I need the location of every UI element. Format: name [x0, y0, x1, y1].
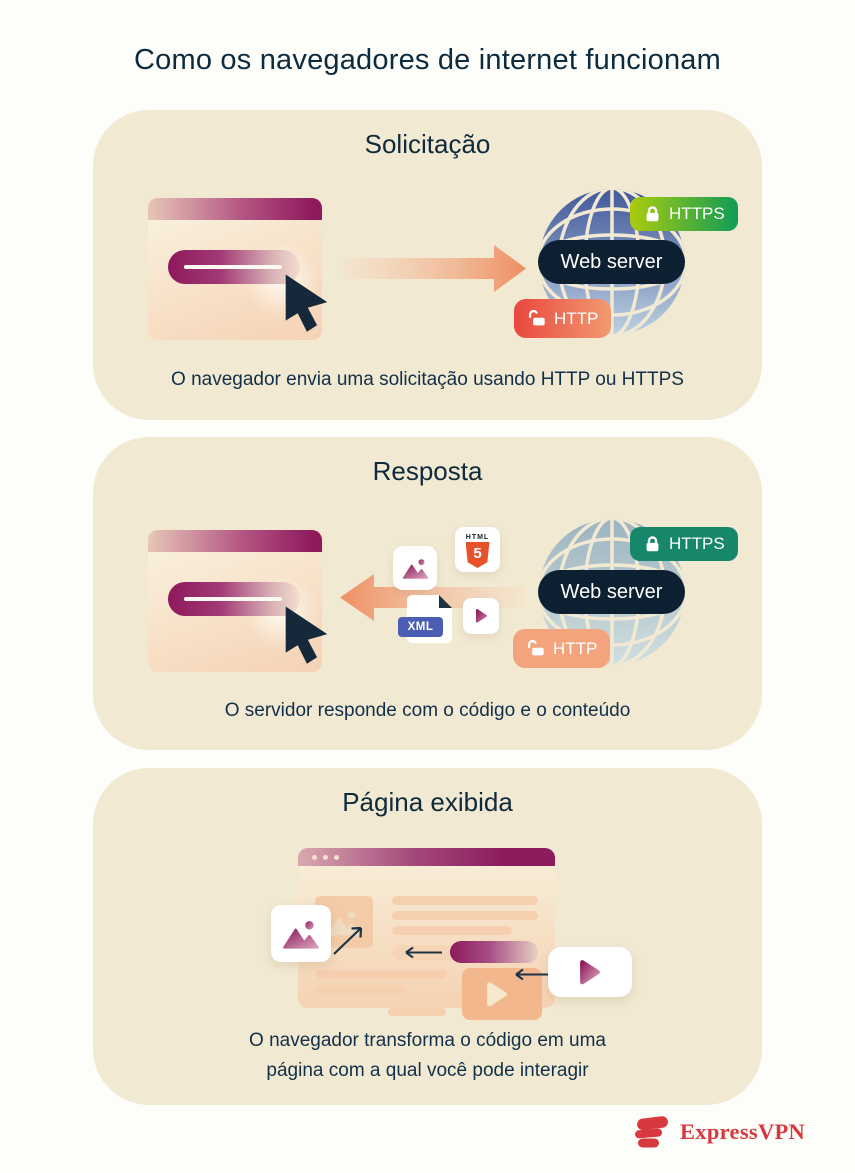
address-bar-line: [184, 265, 282, 269]
browser-titlebar: [148, 530, 322, 552]
text-line: [392, 896, 538, 905]
xml-label: XML: [398, 617, 443, 637]
caption-line-2: página com a qual você pode interagir: [266, 1060, 589, 1081]
brand-footer: ExpressVPN: [633, 1116, 805, 1148]
http-badge: HTTP: [513, 629, 611, 668]
address-bar-line: [184, 597, 282, 601]
web-server-pill: Web server: [538, 240, 685, 284]
https-badge-label: HTTPS: [669, 204, 725, 223]
browser-titlebar: [148, 198, 322, 220]
video-insert-arrow-icon: [515, 968, 548, 981]
window-body: [298, 866, 555, 1020]
web-server-pill: Web server: [538, 570, 685, 614]
text-line: [315, 970, 447, 979]
section-request-title: Solicitação: [364, 129, 491, 159]
image-asset-card: [271, 905, 331, 962]
caption-line-1: O navegador transforma o código em uma: [249, 1030, 606, 1051]
http-badge-label: HTTP: [553, 638, 598, 658]
html5-file-icon: HTML 5: [455, 527, 500, 572]
text-line: [315, 985, 405, 994]
rendered-page-window: [298, 848, 555, 1020]
text-line: [392, 911, 538, 920]
window-controls: [312, 855, 339, 860]
page-title: Como os navegadores de internet funciona…: [134, 44, 721, 76]
cursor-icon: [285, 606, 328, 664]
lock-icon: [646, 535, 659, 551]
html5-shield: 5: [465, 542, 490, 568]
https-badge: HTTPS: [630, 197, 738, 231]
section-response: Resposta: [93, 437, 762, 750]
unlock-icon: [528, 309, 545, 326]
http-badge: HTTP: [514, 299, 612, 338]
section-response-title: Resposta: [372, 456, 483, 486]
html-label: HTML: [465, 534, 490, 541]
insert-arrow-icon: [405, 946, 442, 959]
https-badge: HTTPS: [630, 527, 738, 561]
cursor-icon: [285, 274, 328, 332]
window-titlebar: [298, 848, 555, 866]
section-request: Solicitação: [93, 110, 762, 420]
lock-icon: [646, 205, 659, 221]
http-badge-label: HTTP: [554, 308, 599, 328]
video-asset-card: [548, 947, 632, 997]
expressvpn-logo-icon: [635, 1116, 668, 1148]
image-insert-arrow-icon: [333, 926, 363, 955]
image-file-icon: [393, 546, 437, 590]
text-line: [388, 1008, 446, 1016]
section-rendered-caption: O navegador transforma o código em uma p…: [93, 1026, 762, 1086]
text-line: [392, 926, 512, 935]
https-badge-label: HTTPS: [669, 534, 725, 553]
address-bar-illustration: [168, 582, 300, 616]
video-file-icon: [463, 598, 499, 634]
xml-file-icon: XML: [398, 595, 452, 643]
video-placeholder: [462, 968, 542, 1020]
button-placeholder: [450, 941, 538, 963]
section-response-caption: O servidor responde com o código e o con…: [224, 700, 631, 721]
request-arrow-icon: [343, 245, 526, 292]
section-rendered-title: Página exibida: [342, 787, 513, 817]
address-bar-illustration: [168, 250, 300, 284]
browser-window-illustration: [148, 530, 322, 672]
section-request-caption: O navegador envia uma solicitação usando…: [171, 369, 684, 390]
section-rendered-page: Página exibida: [93, 768, 762, 1105]
unlock-icon: [527, 639, 544, 656]
brand-wordmark: ExpressVPN: [680, 1119, 806, 1144]
